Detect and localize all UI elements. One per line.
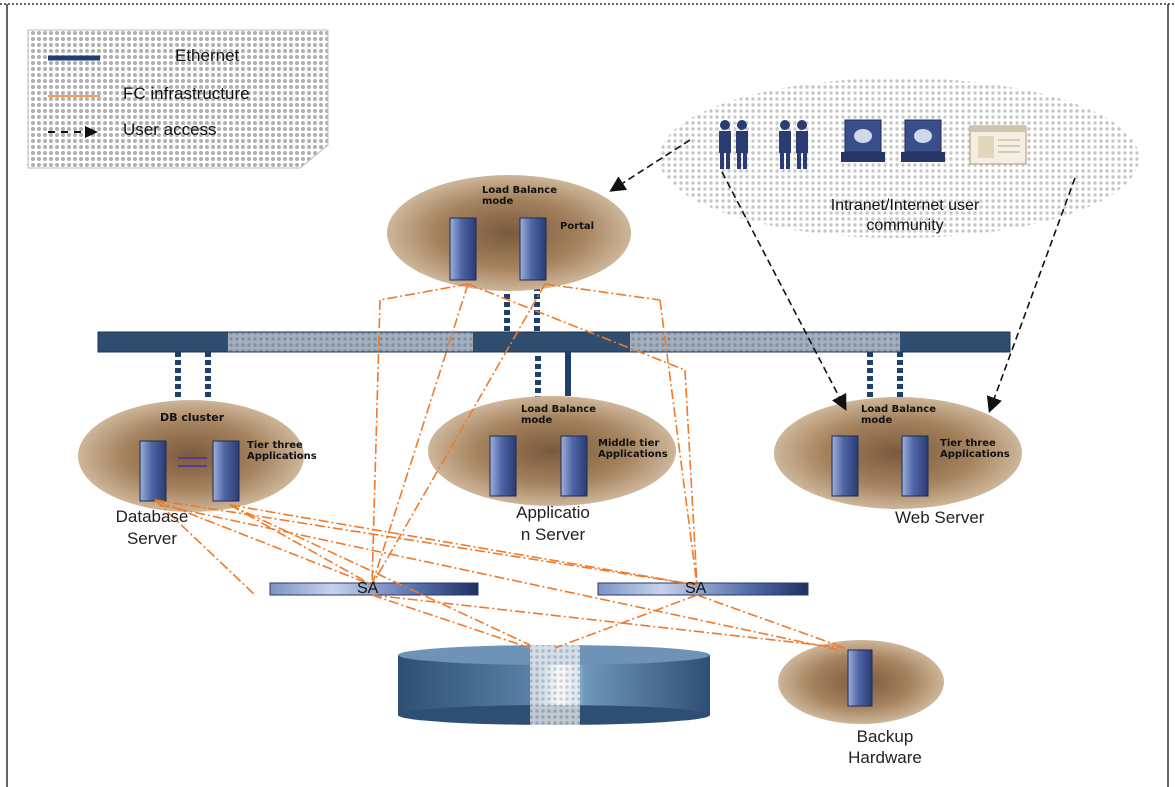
- sa-switch-left-label: SA: [357, 580, 379, 597]
- server-icon: [212, 440, 240, 502]
- ethernet-links: [175, 286, 903, 400]
- backup-hardware-line1: Backup: [856, 727, 914, 746]
- switch-icon: [597, 582, 809, 596]
- sa-switch-right: [597, 582, 809, 596]
- web-mode-line1: Load Balance: [861, 404, 937, 415]
- app-node: [428, 396, 676, 506]
- web-tier-line2: Applications: [940, 449, 1010, 460]
- legend: [27, 29, 329, 169]
- database-server-line2: Server: [126, 529, 178, 548]
- server-icon: [560, 435, 588, 497]
- browser-window-icon: [969, 125, 1027, 165]
- storage-array: [398, 645, 710, 725]
- computer-icon: [841, 119, 885, 162]
- portal-mode-line1: Load Balance: [482, 185, 558, 196]
- web-node: [774, 397, 1022, 509]
- community-label-line1: Intranet/Internet user: [830, 197, 980, 214]
- backup-node: [778, 640, 944, 724]
- ethernet-backbone: [97, 331, 1011, 353]
- legend-fc-label: FC infrastructure: [123, 84, 250, 103]
- portal-mode-label: Load Balance mode: [482, 185, 557, 207]
- portal-node-cloud: [387, 175, 631, 291]
- web-mode-line2: mode: [861, 415, 893, 426]
- person-icon: [779, 120, 808, 169]
- server-icon: [139, 440, 167, 502]
- web-server-label: Web Server: [895, 508, 985, 527]
- server-icon: [489, 435, 517, 497]
- database-server-label: Database Server: [92, 506, 212, 550]
- application-server-label: Applicatio n Server: [478, 502, 628, 546]
- legend-box: [27, 29, 329, 169]
- legend-arrow-icon: [85, 126, 98, 138]
- server-icon: [831, 435, 859, 497]
- web-mode-label: Load Balance mode: [861, 404, 936, 426]
- app-tier-label: Middle tier Applications: [598, 438, 668, 460]
- db-tier-line2: Applications: [247, 451, 317, 462]
- community-label-line2: community: [866, 217, 944, 234]
- legend-ethernet-label: Ethernet: [175, 46, 240, 65]
- db-node-cloud: [78, 400, 304, 512]
- fc-links: [154, 283, 846, 651]
- db-tier-label: Tier three Applications: [247, 440, 317, 462]
- computer-icon: [901, 119, 945, 162]
- portal-label: Portal: [560, 221, 595, 232]
- portal-mode-line2: mode: [482, 196, 514, 207]
- web-tier-line1: Tier three: [940, 438, 996, 449]
- community-cloud: [659, 78, 1139, 238]
- backup-hardware-label: Backup Hardware: [820, 726, 950, 768]
- legend-user-access-label: User access: [123, 120, 217, 139]
- server-icon: [847, 649, 873, 707]
- app-tier-line1: Middle tier: [598, 438, 660, 449]
- db-tier-line1: Tier three: [247, 440, 303, 451]
- server-icon: [901, 435, 929, 497]
- web-tier-label: Tier three Applications: [940, 438, 1010, 460]
- server-icon: [449, 217, 477, 281]
- community-label: Intranet/Internet user community: [770, 196, 1040, 236]
- app-mode-line2: mode: [521, 415, 553, 426]
- portal-node: [387, 175, 631, 291]
- app-mode-label: Load Balance mode: [521, 404, 596, 426]
- application-server-line2: n Server: [520, 525, 586, 544]
- app-mode-line1: Load Balance: [521, 404, 597, 415]
- user-community: [659, 78, 1139, 238]
- backup-hardware-line2: Hardware: [848, 748, 922, 767]
- person-icon: [719, 120, 748, 169]
- sa-switch-right-label: SA: [685, 580, 707, 597]
- application-server-line1: Applicatio: [516, 503, 590, 522]
- db-node: [78, 400, 304, 512]
- db-cluster-label: DB cluster: [160, 411, 225, 424]
- user-access-links: [609, 139, 1076, 414]
- database-server-line1: Database: [115, 507, 189, 526]
- server-icon: [519, 217, 547, 281]
- app-tier-line2: Applications: [598, 449, 668, 460]
